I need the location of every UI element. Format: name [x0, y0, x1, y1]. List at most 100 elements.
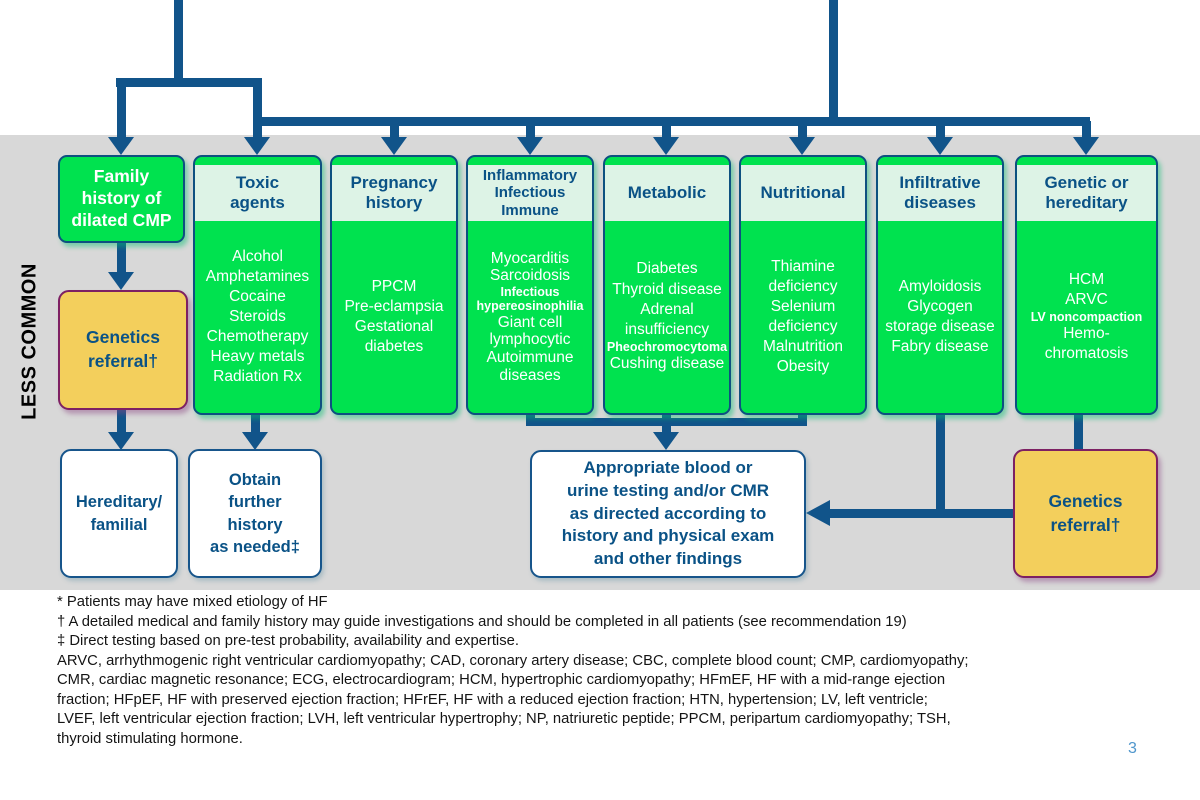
genetics-referral-right-box: Genetics referral†: [1013, 449, 1158, 578]
hereditary-familial-box: Hereditary/ familial: [60, 449, 178, 578]
flow-line-referral-to-hereditary: [117, 410, 126, 434]
column-header-inflammatory-infectious-immune: Inflammatory Infectious Immune: [468, 165, 592, 222]
genetics-referral-left-box: Genetics referral†: [58, 290, 188, 410]
etiology-item: Infectious hypereosinophilia: [476, 285, 584, 314]
flow-line-drop-inflammatory: [526, 121, 535, 138]
etiology-item: Heavy metals: [210, 348, 305, 366]
arrow-down-icon: [653, 137, 679, 155]
flow-line-drop-pregnancy: [390, 121, 399, 138]
column-header-infiltrative-diseases: Infiltrative diseases: [878, 165, 1002, 221]
etiology-item: Steroids: [229, 307, 286, 325]
column-header-metabolic: Metabolic: [605, 165, 729, 221]
etiology-item: Hemo- chromatosis: [1044, 325, 1129, 363]
flow-line-bracket-drop: [662, 418, 671, 434]
footnote-line: LVEF, left ventricular ejection fraction…: [57, 711, 951, 727]
flow-line-stem-left: [174, 0, 183, 82]
etiology-item: Radiation Rx: [213, 368, 302, 386]
etiology-item: Amyloidosis: [898, 277, 982, 295]
etiology-item: Pheochromocytoma: [606, 340, 728, 355]
etiology-item: Pre-eclampsia: [344, 297, 444, 315]
arrow-down-icon: [108, 137, 134, 155]
arrow-down-icon: [108, 272, 134, 290]
etiology-item: Fabry disease: [891, 338, 989, 356]
flow-line-stem-right: [829, 0, 838, 122]
etiology-item: Autoimmune diseases: [486, 349, 574, 384]
etiology-item: Selenium deficiency: [768, 297, 838, 335]
flow-line-toxic-to-obtain: [251, 413, 260, 435]
flow-line-infiltrative-down: [936, 413, 945, 517]
footnote-line: thyroid stimulating hormone.: [57, 730, 243, 747]
etiology-item: Obesity: [776, 358, 830, 376]
testing-box: Appropriate blood or urine testing and/o…: [530, 450, 806, 578]
footnote-line: ‡ Direct testing based on pre-test proba…: [57, 633, 519, 649]
etiology-item: LV noncompaction: [1030, 309, 1143, 324]
etiology-item: Gestational diabetes: [354, 318, 434, 356]
footnote-line: CMR, cardiac magnetic resonance; ECG, el…: [57, 672, 946, 688]
etiology-item: Sarcoidosis: [489, 267, 571, 285]
etiology-item: Myocarditis: [490, 249, 570, 267]
family-history-box: Family history of dilated CMP: [58, 155, 185, 243]
obtain-further-history-box: Obtain further history as needed‡: [188, 449, 322, 578]
flow-line-drop-family: [117, 78, 126, 138]
flow-line-drop-genetic: [1082, 121, 1091, 138]
arrow-down-icon: [242, 432, 268, 450]
footnote-line: * Patients may have mixed etiology of HF: [57, 594, 328, 610]
footnote-line: ARVC, arrhythmogenic right ventricular c…: [57, 652, 969, 669]
etiology-item: HCM: [1068, 270, 1105, 288]
flow-line-drop-metabolic: [662, 121, 671, 138]
arrow-down-icon: [1073, 137, 1099, 155]
arrow-down-icon: [517, 137, 543, 155]
flow-line-right-horizontal: [828, 509, 1013, 518]
column-header-genetic-or-hereditary: Genetic or hereditary: [1017, 165, 1156, 221]
column-header-pregnancy-history: Pregnancy history: [332, 165, 456, 221]
etiology-item: Alcohol: [232, 247, 283, 265]
arrow-down-icon: [108, 432, 134, 450]
flow-line-genetic-to-referral: [1074, 413, 1083, 451]
flow-line-drop-infiltrative: [936, 121, 945, 138]
column-header-toxic-agents: Toxic agents: [195, 165, 320, 221]
column-header-nutritional: Nutritional: [741, 165, 865, 221]
etiology-item: Amphetamines: [205, 267, 310, 285]
footnotes: * Patients may have mixed etiology of HF…: [57, 593, 1177, 749]
flow-line-drop-nutritional: [798, 121, 807, 138]
footnote-line: † A detailed medical and family history …: [57, 613, 907, 630]
etiology-item: Glycogen storage disease: [885, 297, 995, 335]
etiology-item: Chemotherapy: [206, 328, 309, 346]
arrow-left-icon: [806, 500, 830, 526]
etiology-item: lymphocytic: [489, 331, 571, 349]
arrow-down-icon: [789, 137, 815, 155]
etiology-item: Adrenal insufficiency: [624, 300, 710, 338]
flow-line-drop-toxic: [253, 78, 262, 138]
arrow-down-icon: [653, 432, 679, 450]
footnote-line: fraction; HFpEF, HF with preserved eject…: [57, 691, 928, 708]
arrow-down-icon: [381, 137, 407, 155]
etiology-item: Diabetes: [636, 260, 698, 278]
etiology-item: Cushing disease: [609, 355, 725, 373]
less-common-label: LESS COMMON: [18, 263, 41, 420]
page-number: 3: [1128, 740, 1137, 757]
arrow-down-icon: [927, 137, 953, 155]
etiology-item: Cocaine: [229, 287, 286, 305]
etiology-item: PPCM: [371, 277, 417, 295]
flow-line-main-horizontal: [253, 117, 1090, 126]
etiology-item: Thyroid disease: [612, 280, 722, 298]
etiology-item: ARVC: [1065, 290, 1108, 308]
etiology-item: Thiamine deficiency: [768, 257, 838, 295]
flow-line-family-to-referral: [117, 243, 126, 275]
etiology-item: Malnutrition: [762, 338, 844, 356]
